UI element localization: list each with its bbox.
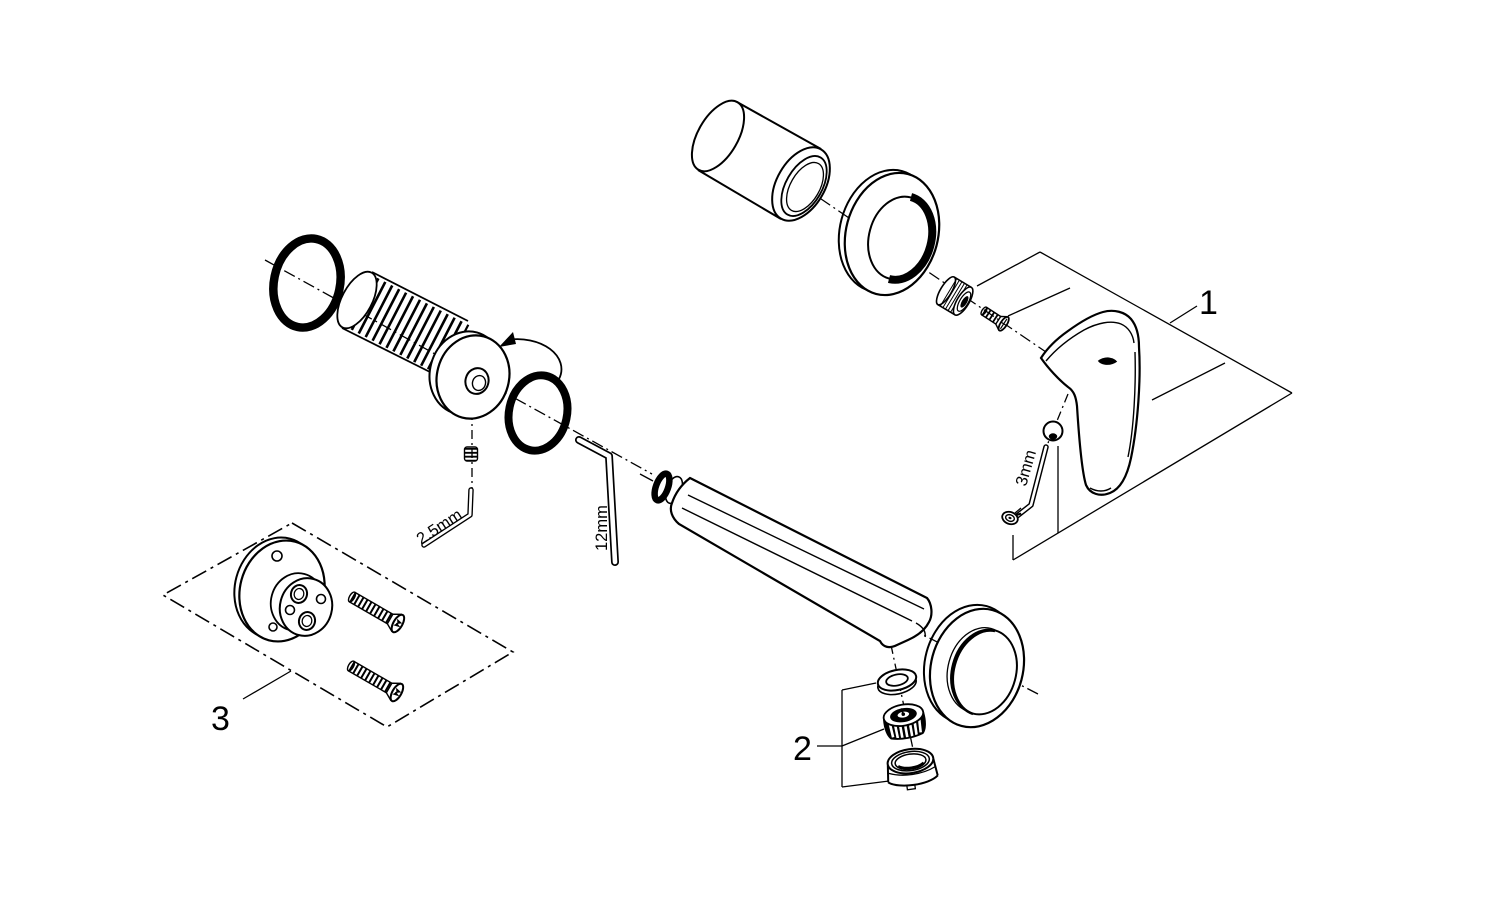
handle-screw — [980, 306, 1010, 332]
mounting-flange — [233, 536, 334, 643]
adapter-gear-socket — [960, 296, 969, 308]
flange-port-1 — [289, 584, 309, 604]
flange-boss-face — [278, 577, 334, 637]
screw-torx-socket — [392, 687, 402, 697]
group1-edge-stub2 — [1007, 287, 1071, 317]
callout-3: 3 — [211, 700, 230, 738]
rotation-arrowhead — [499, 332, 516, 347]
group3-boundary — [161, 522, 515, 728]
housing-threads — [343, 274, 470, 377]
grub-screw — [463, 446, 479, 462]
group1-edge-inner — [1151, 362, 1226, 401]
mounting-screw-1 — [347, 591, 406, 634]
spout — [669, 476, 933, 649]
group1-edge-right — [1012, 392, 1293, 561]
housing-end-cap — [336, 270, 378, 330]
axis-handle-screw-tip — [1014, 507, 1022, 514]
callout3-leader — [242, 670, 292, 700]
rotation-arrow — [499, 332, 563, 380]
group1-boundary — [976, 251, 1293, 561]
sleeve-opening-inner — [780, 155, 828, 217]
spout-o-ring — [651, 470, 673, 504]
callout-2: 2 — [793, 730, 812, 768]
spout-ring-hole-shadow — [951, 629, 996, 716]
mounting-screw-2 — [346, 660, 405, 703]
lever-handle — [1039, 309, 1141, 496]
hex-key-2-5mm-label: 2.5mm — [413, 506, 465, 549]
housing-thread-shadow — [897, 761, 925, 770]
flange-screw-hole-1 — [284, 604, 296, 616]
screw-torx-socket — [393, 618, 403, 628]
hex-key-3mm — [1014, 444, 1049, 519]
ring-hole-shadow — [887, 193, 937, 284]
sleeve-opening-outer — [771, 146, 831, 222]
group1-edge-top — [1039, 251, 1293, 394]
aerator-washer — [876, 668, 918, 696]
hex-key-12mm-label: 12mm — [593, 505, 611, 551]
callout-1: 1 — [1199, 284, 1218, 322]
group3-parallelogram — [161, 522, 515, 728]
spout-body — [669, 476, 933, 649]
callout1-leader — [1169, 305, 1198, 324]
handle-escutcheon-ring — [837, 168, 941, 297]
axis-spout-connector — [639, 473, 654, 482]
flange-port-2 — [297, 611, 317, 631]
handle-ball-nut — [1042, 420, 1064, 442]
housing-notch — [906, 784, 917, 791]
handle-adapter — [935, 275, 974, 316]
handle-cap-screw — [1001, 510, 1022, 526]
handle-body — [1039, 309, 1141, 496]
hex-key-2-5mm — [421, 487, 474, 548]
o-ring-large — [269, 234, 345, 332]
screw-threads — [981, 307, 1001, 325]
housing-center-hole — [464, 367, 490, 395]
threaded-cartridge-housing — [336, 270, 511, 420]
flange-screw-hole-2 — [315, 593, 327, 605]
grohe-logo — [1097, 357, 1118, 365]
group1-edge-left-stub — [976, 251, 1041, 287]
hex-key-12mm — [575, 436, 619, 566]
flange-rim-hole-top — [271, 550, 283, 562]
sleeve-opening-lip — [785, 161, 825, 213]
spout-escutcheon-ring — [922, 603, 1026, 729]
flange-rim-hole-bottom — [268, 622, 278, 632]
aerator-housing — [886, 747, 939, 791]
group2-bracket — [817, 682, 890, 788]
aerator-insert — [882, 703, 926, 740]
sleeve-end-cap — [690, 99, 746, 173]
spout-sleeve — [690, 99, 831, 222]
o-ring-small — [504, 371, 572, 455]
